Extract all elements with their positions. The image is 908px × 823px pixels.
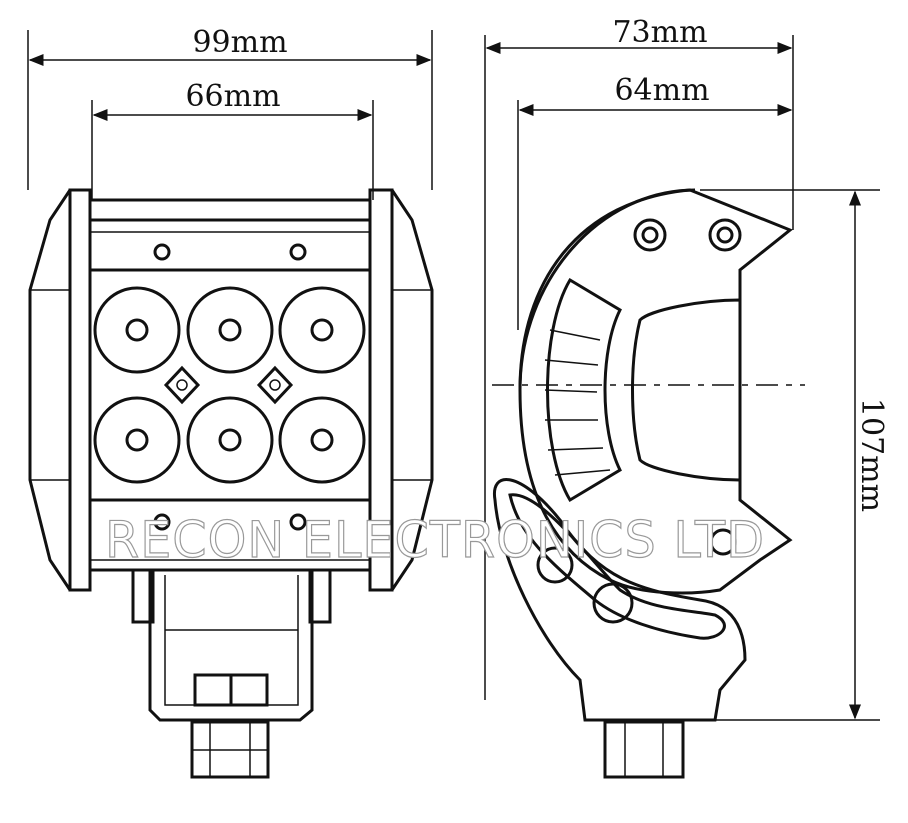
dimension-label-73mm: 73mm (612, 15, 707, 50)
dimension-64mm: 64mm (517, 73, 793, 330)
dimension-label-66mm: 66mm (185, 79, 280, 114)
watermark: RECON ELECTRONICS LTD (105, 511, 765, 569)
dimension-label-107mm: 107mm (854, 398, 889, 512)
led-array (93, 286, 366, 484)
mounting-bracket (131, 568, 332, 779)
dimension-107mm: 107mm (700, 189, 889, 721)
dimension-99mm: 99mm (27, 25, 433, 190)
dimension-66mm: 66mm (91, 79, 374, 200)
dimension-label-99mm: 99mm (192, 25, 287, 60)
dimension-73mm: 73mm (484, 15, 794, 700)
dimension-label-64mm: 64mm (614, 73, 709, 108)
front-view (28, 188, 434, 779)
side-view (492, 188, 805, 779)
